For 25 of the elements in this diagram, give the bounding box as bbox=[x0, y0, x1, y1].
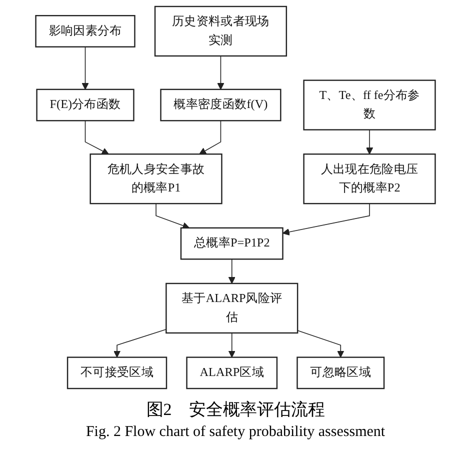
arrow bbox=[113, 328, 167, 358]
arrow bbox=[228, 332, 236, 358]
node-box: 概率密度函数f(V) bbox=[160, 88, 282, 122]
node-box: 影响因素分布 bbox=[35, 15, 136, 48]
arrow bbox=[297, 330, 344, 358]
arrow bbox=[217, 56, 224, 90]
node-box: 不可接受区域 bbox=[66, 356, 168, 390]
arrow bbox=[366, 129, 374, 154]
arrow bbox=[228, 258, 236, 284]
node-box: 危机人身安全事故的概率P1 bbox=[90, 154, 222, 204]
node-box: 可忽略区域 bbox=[296, 356, 385, 390]
arrow bbox=[82, 46, 89, 90]
node-box: 人出现在危险电压下的概率P2 bbox=[303, 154, 436, 204]
arrow bbox=[84, 120, 109, 154]
figure-caption: 图2 安全概率评估流程 bbox=[146, 399, 325, 421]
node-box: ALARP区域 bbox=[186, 356, 278, 390]
arrow bbox=[156, 203, 190, 230]
node-box: 总概率P=P1P2 bbox=[180, 227, 284, 260]
arrow bbox=[282, 203, 370, 236]
node-box: T、Te、ff fe分布参数 bbox=[303, 80, 436, 130]
caption-text: Fig. 2 Flow chart of safety probability assessment bbox=[86, 424, 386, 441]
node-box: 基于ALARP风险评估 bbox=[166, 282, 298, 334]
arrow bbox=[199, 120, 222, 154]
node-box: F(E)分布函数 bbox=[36, 88, 134, 122]
node-box: 历史资料或者现场实测 bbox=[154, 6, 288, 57]
